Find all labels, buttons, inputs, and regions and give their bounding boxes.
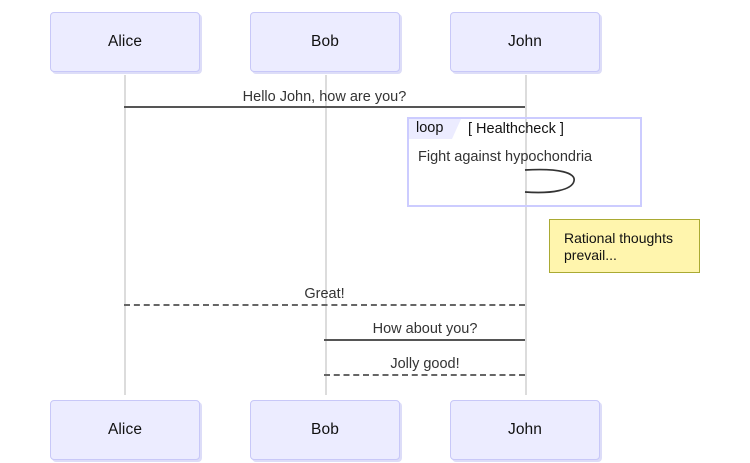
lifeline-alice — [124, 75, 126, 395]
loop-keyword-tag: loop — [409, 119, 462, 139]
message-label-fight-hypochondria: Fight against hypochondria — [418, 149, 593, 165]
message-line-great — [124, 304, 525, 306]
loop-block-healthcheck — [407, 117, 642, 207]
message-line-hello-john — [124, 106, 525, 108]
message-label-hello-john: Hello John, how are you? — [242, 89, 407, 105]
message-line-jolly-good — [324, 374, 525, 376]
message-label-how-about-you: How about you? — [372, 321, 478, 337]
participant-box-bob-top[interactable]: Bob — [250, 12, 400, 72]
participant-box-alice-top[interactable]: Alice — [50, 12, 200, 72]
participant-label-john-top: John — [507, 33, 542, 50]
participant-label-alice-bottom: Alice — [107, 421, 143, 438]
participant-box-bob-bottom[interactable]: Bob — [250, 400, 400, 460]
loop-title-label: [ Healthcheck ] — [468, 121, 564, 137]
note-over-john: Rational thoughts prevail... — [549, 219, 700, 273]
message-line-how-about-you — [324, 339, 525, 341]
message-label-great: Great! — [304, 286, 345, 302]
participant-label-alice-top: Alice — [107, 33, 143, 50]
lifeline-bob — [325, 75, 327, 395]
participant-label-john-bottom: John — [507, 421, 542, 438]
self-message-loop-john — [524, 168, 575, 194]
lifeline-john — [525, 75, 527, 395]
participant-box-john-bottom[interactable]: John — [450, 400, 600, 460]
participant-box-john-top[interactable]: John — [450, 12, 600, 72]
participant-label-bob-top: Bob — [311, 33, 339, 50]
participant-label-bob-bottom: Bob — [311, 421, 339, 438]
message-label-jolly-good: Jolly good! — [390, 356, 460, 372]
participant-box-alice-bottom[interactable]: Alice — [50, 400, 200, 460]
